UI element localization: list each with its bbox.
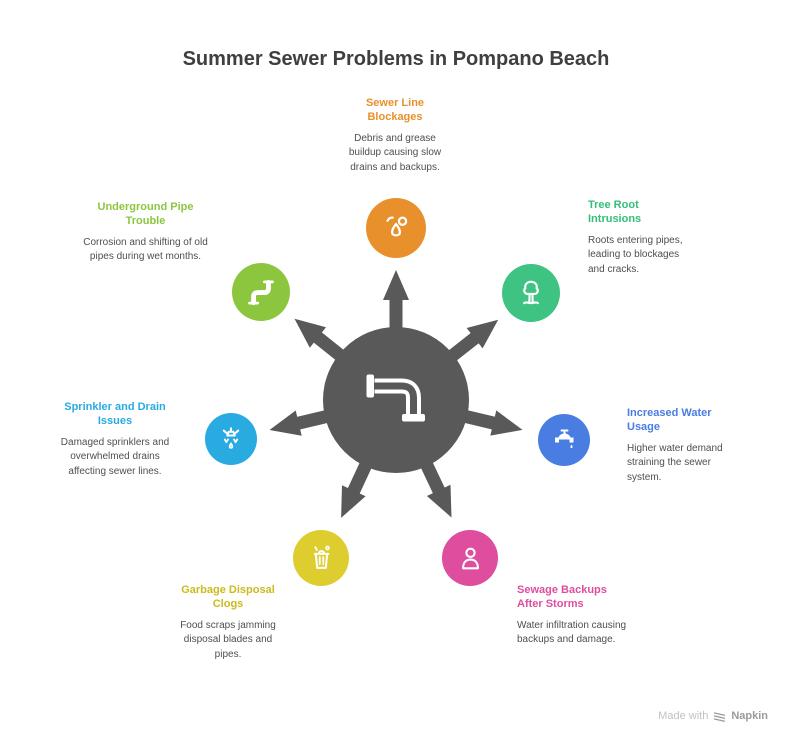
node-description: Damaged sprinklers and overwhelmed drain… [60,437,170,477]
napkin-watermark[interactable]: Made with Napkin [658,710,768,722]
hub-circle [323,327,469,473]
faucet-icon [555,429,574,449]
made-with-label: Made with [658,710,709,722]
node-sewage-backups-after-storms: Sewage Backups After Storms Water infilt… [517,583,639,648]
node-increased-water-usage: Increased Water Usage Higher water deman… [627,406,739,485]
node-underground-pipe-trouble: Underground Pipe Trouble Corrosion and s… [78,200,213,265]
node-heading: Sewer Line Blockages [365,97,425,124]
drain-clog-icon [386,216,408,237]
garbage-icon [313,545,330,569]
sewer-pipe-icon [366,374,425,422]
bent-pipe-icon [248,279,274,306]
node-sewer-line-blockages: Sewer Line Blockages Debris and grease b… [325,96,465,175]
node-description: Corrosion and shifting of old pipes duri… [83,237,208,263]
node-garbage-disposal-clogs: Garbage Disposal Clogs Food scraps jammi… [166,583,290,662]
node-circle-tree-root-intrusions [502,264,560,322]
node-heading: Underground Pipe Trouble [97,201,194,228]
node-description: Food scraps jamming disposal blades and … [180,620,276,660]
node-circle-increased-water-usage [538,414,590,466]
node-description: Roots entering pipes, leading to blockag… [588,235,683,275]
page-title: Summer Sewer Problems in Pompano Beach [182,48,610,70]
person-icon [461,547,479,569]
node-description: Debris and grease buildup causing slow d… [348,133,442,173]
node-heading: Garbage Disposal Clogs [181,584,275,611]
node-heading: Sewage Backups After Storms [517,584,607,611]
node-circle-sprinkler-and-drain-issues [205,413,257,465]
node-description: Water infiltration causing backups and d… [517,620,627,646]
napkin-logo-icon [714,711,726,722]
node-tree-root-intrusions: Tree Root Intrusions Roots entering pipe… [588,198,700,277]
node-circle-sewer-line-blockages [366,198,426,258]
node-description: Higher water demand straining the sewer … [627,443,723,483]
node-heading: Increased Water Usage [627,407,712,434]
napkin-brand: Napkin [731,710,768,722]
node-circle-sewage-backups-after-storms [442,530,498,586]
node-sprinkler-and-drain-issues: Sprinkler and Drain Issues Damaged sprin… [50,400,180,479]
node-circle-underground-pipe-trouble [232,263,290,321]
node-heading: Sprinkler and Drain Issues [64,401,166,428]
node-circle-garbage-disposal-clogs [293,530,349,586]
tree-icon [523,280,539,305]
sprinkler-icon [222,427,240,449]
node-heading: Tree Root Intrusions [588,199,642,226]
